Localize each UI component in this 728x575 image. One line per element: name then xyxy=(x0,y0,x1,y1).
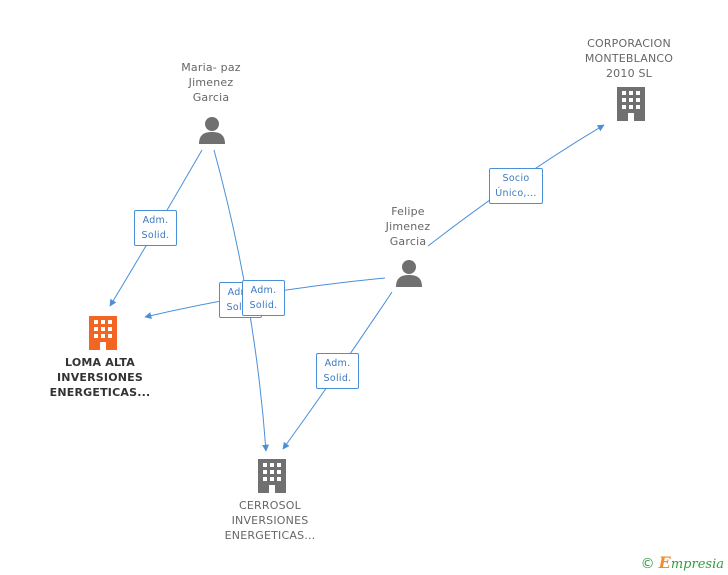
label-line: MONTEBLANCO xyxy=(584,52,674,65)
label-line: Jimenez xyxy=(385,220,431,233)
building-icon[interactable] xyxy=(615,87,647,121)
edge-label-felipe-corporacion[interactable]: Socio Único,... xyxy=(489,168,543,204)
label-line: CORPORACION xyxy=(587,37,671,50)
label-line: LOMA ALTA xyxy=(65,356,135,369)
brand-name: Empresia xyxy=(659,553,724,572)
edge-label-line: Solid. xyxy=(226,302,255,313)
label-line: ENERGETICAS... xyxy=(224,529,316,542)
edge-label-line: Adm. xyxy=(324,358,351,369)
person-icon[interactable] xyxy=(197,115,227,145)
label-line: Garcia xyxy=(192,91,230,104)
building-icon[interactable] xyxy=(256,459,288,493)
node-label-mariapaz[interactable]: Maria- paz Jimenez Garcia xyxy=(181,60,241,105)
brand-initial: E xyxy=(658,553,671,572)
label-line: Garcia xyxy=(389,235,427,248)
edge-label-line: Adm. xyxy=(227,287,254,298)
edge-label-line: Adm. xyxy=(142,215,169,226)
edge-label-mariapaz-loma[interactable]: Adm. Solid. xyxy=(134,210,177,246)
node-label-cerrosol[interactable]: CERROSOL INVERSIONES ENERGETICAS... xyxy=(225,498,316,543)
label-line: Maria- paz xyxy=(181,61,241,74)
edge-label-line: Solid. xyxy=(249,300,278,311)
node-label-felipe[interactable]: Felipe Jimenez Garcia xyxy=(386,204,431,249)
node-label-loma[interactable]: LOMA ALTA INVERSIONES ENERGETICAS... xyxy=(50,355,151,400)
label-line: Felipe xyxy=(391,205,425,218)
edge-label-line: Solid. xyxy=(323,373,352,384)
label-line: 2010 SL xyxy=(605,67,652,80)
copyright-icon: © xyxy=(640,556,655,572)
label-line: CERROSOL xyxy=(239,499,301,512)
label-line: Jimenez xyxy=(188,76,234,89)
edge-label-felipe-cerrosol[interactable]: Adm. Solid. xyxy=(316,353,359,389)
node-label-corporacion[interactable]: CORPORACION MONTEBLANCO 2010 SL xyxy=(585,36,673,81)
person-icon[interactable] xyxy=(394,258,424,288)
brand-rest: mpresia xyxy=(670,557,724,572)
label-line: INVERSIONES xyxy=(231,514,309,527)
edge-label-line: Solid. xyxy=(141,230,170,241)
edge-label-line: Socio xyxy=(502,173,530,184)
edge-label-felipe-loma[interactable]: Adm. Solid. xyxy=(242,280,285,316)
building-icon[interactable] xyxy=(87,316,119,350)
label-line: ENERGETICAS... xyxy=(49,386,151,399)
label-line: INVERSIONES xyxy=(56,371,144,384)
empresia-logo[interactable]: ©Empresia xyxy=(641,553,724,572)
edge-label-line: Único,... xyxy=(495,188,537,199)
edge-label-line: Adm. xyxy=(250,285,277,296)
